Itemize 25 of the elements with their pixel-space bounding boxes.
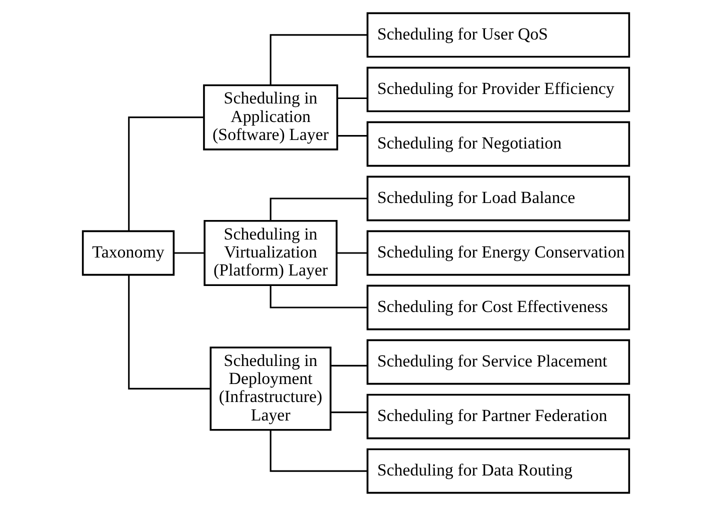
node-box: Scheduling for Service Placement bbox=[366, 339, 630, 385]
connector bbox=[269, 285, 367, 308]
node-box: Scheduling for Cost Effectiveness bbox=[366, 284, 630, 330]
connector bbox=[330, 364, 367, 366]
connector bbox=[128, 275, 210, 390]
node-box: Scheduling for Partner Federation bbox=[366, 394, 630, 440]
connector bbox=[336, 135, 367, 137]
node-box: Scheduling for Energy Conservation bbox=[366, 230, 630, 276]
connector bbox=[269, 198, 367, 221]
connector bbox=[336, 97, 367, 100]
node-box: Scheduling in Application (Software) Layer bbox=[202, 84, 338, 150]
connector bbox=[173, 252, 204, 254]
node-box: Taxonomy bbox=[81, 230, 174, 276]
node-box: Scheduling for User QoS bbox=[366, 12, 630, 58]
node-box: Scheduling for Negotiation bbox=[366, 121, 630, 167]
connector bbox=[269, 34, 367, 85]
connector bbox=[269, 430, 367, 472]
node-box: Scheduling in Deployment (Infrastructure) Layer bbox=[209, 346, 331, 431]
connector bbox=[330, 412, 367, 414]
connector bbox=[128, 116, 204, 231]
node-box: Scheduling for Provider Efficiency bbox=[366, 66, 630, 112]
node-box: Scheduling for Data Routing bbox=[366, 448, 630, 494]
node-box: Scheduling for Load Balance bbox=[366, 176, 630, 222]
node-box: Scheduling in Virtualization (Platform) Layer bbox=[203, 220, 338, 286]
connector bbox=[336, 252, 367, 254]
